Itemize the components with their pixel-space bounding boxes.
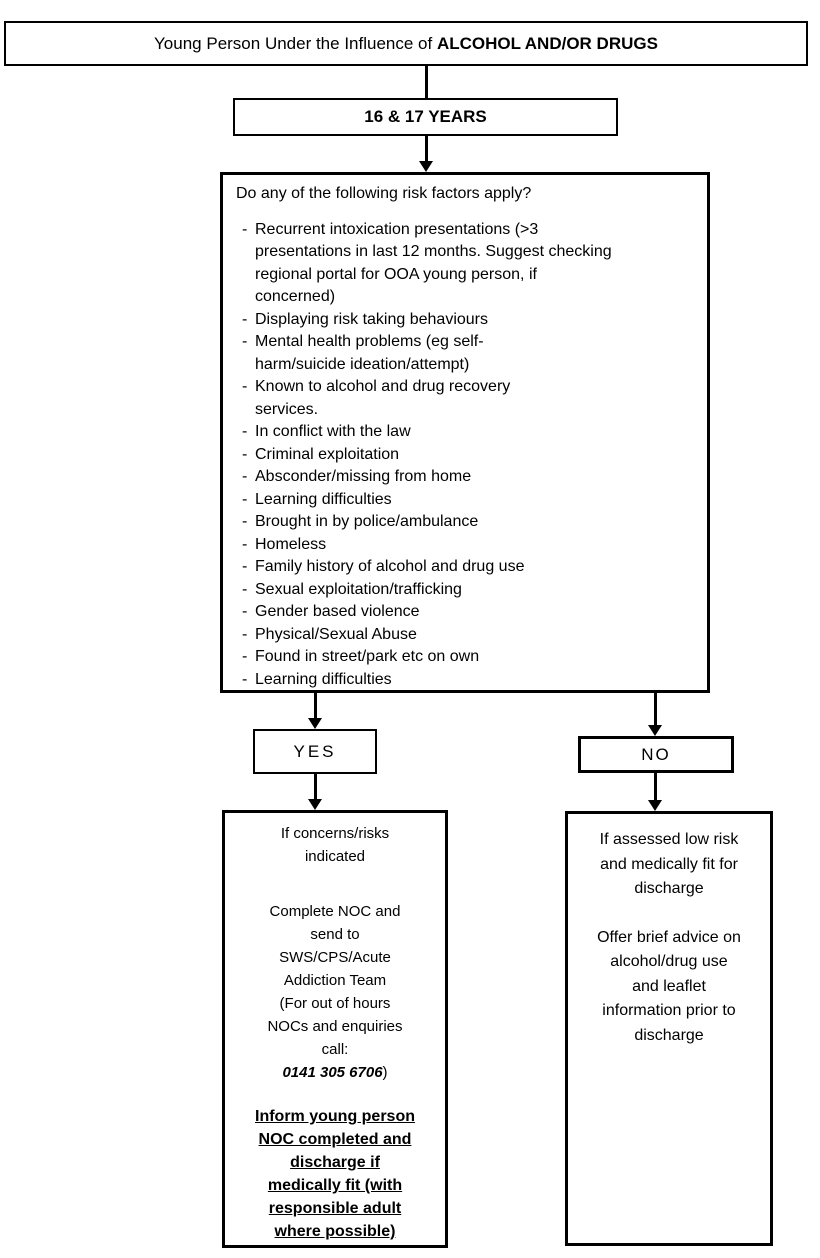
risk-item: -Gender based violence bbox=[233, 601, 697, 624]
risk-item-bullet: - bbox=[242, 423, 248, 440]
arrow-age-to-risk-line bbox=[425, 136, 428, 162]
arrow-yes-to-outcome-line bbox=[314, 774, 317, 799]
arrow-risk-to-no-head bbox=[648, 725, 662, 736]
risk-item: -Criminal exploitation bbox=[233, 444, 697, 467]
risk-item-bullet: - bbox=[242, 513, 248, 530]
title-box: Young Person Under the Influence of ALCO… bbox=[4, 21, 808, 66]
risk-item-bullet: - bbox=[242, 625, 248, 643]
risk-item: -Homeless bbox=[233, 534, 697, 557]
risk-item: -Known to alcohol and drug recovery serv… bbox=[233, 376, 697, 421]
title-text-bold: ALCOHOL AND/OR DRUGS bbox=[436, 33, 658, 53]
risk-item-bullet: - bbox=[242, 670, 248, 688]
risk-item-bullet: - bbox=[242, 580, 248, 598]
no-box: NO bbox=[578, 736, 734, 773]
risk-item: -Mental health problems (eg self- harm/s… bbox=[233, 331, 697, 376]
risk-item-bullet: - bbox=[242, 333, 248, 350]
risk-item-bullet: - bbox=[242, 468, 248, 485]
risk-item-text: Criminal exploitation bbox=[255, 445, 400, 463]
no-outcome-intro: If assessed low risk and medically fit f… bbox=[599, 831, 739, 897]
yes-outcome-discharge-note: Inform young person NOC completed and di… bbox=[255, 1108, 415, 1240]
risk-item-text: Physical/Sexual Abuse bbox=[255, 625, 417, 643]
age-box: 16 & 17 YEARS bbox=[233, 98, 618, 136]
risk-item: -Family history of alcohol and drug use bbox=[233, 556, 697, 579]
risk-item-bullet: - bbox=[242, 445, 248, 463]
risk-item-text: Displaying risk taking behaviours bbox=[255, 310, 488, 328]
risk-item-text: Sexual exploitation/trafficking bbox=[255, 580, 462, 598]
risk-item: -Physical/Sexual Abuse bbox=[233, 624, 697, 647]
title-text-regular: Young Person Under the Influence of bbox=[154, 33, 437, 53]
title-text: Young Person Under the Influence of ALCO… bbox=[154, 34, 658, 54]
risk-item-bullet: - bbox=[242, 648, 248, 665]
risk-item: -Sexual exploitation/trafficking bbox=[233, 579, 697, 602]
arrow-risk-to-yes-head bbox=[308, 718, 322, 729]
phone-suffix: ) bbox=[382, 1064, 388, 1081]
yes-outcome-noc-text: Complete NOC and send to SWS/CPS/Acute A… bbox=[267, 903, 403, 1058]
arrow-risk-to-no-line bbox=[654, 693, 657, 725]
risk-item-text: Found in street/park etc on own bbox=[255, 648, 480, 665]
arrow-age-to-risk-head bbox=[419, 161, 433, 172]
arrow-no-to-outcome-head bbox=[648, 800, 662, 811]
risk-item-text: Gender based violence bbox=[255, 603, 420, 620]
risk-item-bullet: - bbox=[242, 535, 248, 553]
risk-factors-box: Do any of the following risk factors app… bbox=[220, 172, 710, 693]
risk-heading: Do any of the following risk factors app… bbox=[236, 185, 532, 202]
risk-item: -Brought in by police/ambulance bbox=[233, 511, 697, 534]
risk-item: -Absconder/missing from home bbox=[233, 466, 697, 489]
arrow-risk-to-yes-line bbox=[314, 693, 317, 719]
yes-box: YES bbox=[253, 729, 377, 774]
arrow-no-to-outcome-line bbox=[654, 773, 657, 800]
risk-item-text: Learning difficulties bbox=[255, 490, 392, 508]
yes-label: YES bbox=[293, 741, 337, 761]
arrow-yes-to-outcome-head bbox=[308, 799, 322, 810]
risk-item-text: Absconder/missing from home bbox=[255, 468, 472, 485]
risk-item-text: Known to alcohol and drug recovery servi… bbox=[255, 378, 511, 418]
risk-item: -Recurrent intoxication presentations (>… bbox=[233, 219, 697, 309]
risk-item: -Found in street/park etc on own bbox=[233, 646, 697, 669]
risk-item-text: Recurrent intoxication presentations (>3… bbox=[255, 220, 612, 306]
no-outcome-advice: Offer brief advice on alcohol/drug use a… bbox=[597, 928, 741, 1044]
risk-item-bullet: - bbox=[242, 603, 248, 620]
yes-outcome-noc-instructions: Complete NOC and send to SWS/CPS/Acute A… bbox=[227, 900, 443, 1084]
no-label: NO bbox=[641, 744, 671, 764]
phone-number: 0141 305 6706 bbox=[282, 1064, 383, 1081]
risk-item-text: Learning difficulties bbox=[255, 670, 392, 688]
risk-item-bullet: - bbox=[242, 490, 248, 508]
risk-item: -Learning difficulties bbox=[233, 489, 697, 512]
yes-outcome-box: If concerns/risks indicated Complete NOC… bbox=[222, 810, 448, 1248]
risk-item-bullet: - bbox=[242, 378, 248, 395]
no-outcome-box: If assessed low risk and medically fit f… bbox=[565, 811, 773, 1246]
risk-item-text: Family history of alcohol and drug use bbox=[255, 558, 525, 575]
risk-list: -Recurrent intoxication presentations (>… bbox=[233, 219, 697, 692]
risk-item-text: Mental health problems (eg self- harm/su… bbox=[255, 333, 484, 373]
risk-item-bullet: - bbox=[242, 310, 248, 328]
connector-title-to-age bbox=[425, 66, 428, 98]
risk-item-text: Brought in by police/ambulance bbox=[255, 513, 479, 530]
risk-item-text: Homeless bbox=[255, 535, 327, 553]
risk-item-text: In conflict with the law bbox=[255, 423, 411, 440]
risk-item-bullet: - bbox=[242, 558, 248, 575]
risk-item: -Learning difficulties bbox=[233, 669, 697, 692]
risk-item-bullet: - bbox=[242, 220, 248, 238]
age-label: 16 & 17 YEARS bbox=[364, 107, 487, 126]
yes-outcome-intro: If concerns/risks indicated bbox=[280, 825, 390, 865]
risk-item: -Displaying risk taking behaviours bbox=[233, 309, 697, 332]
risk-item: -In conflict with the law bbox=[233, 421, 697, 444]
